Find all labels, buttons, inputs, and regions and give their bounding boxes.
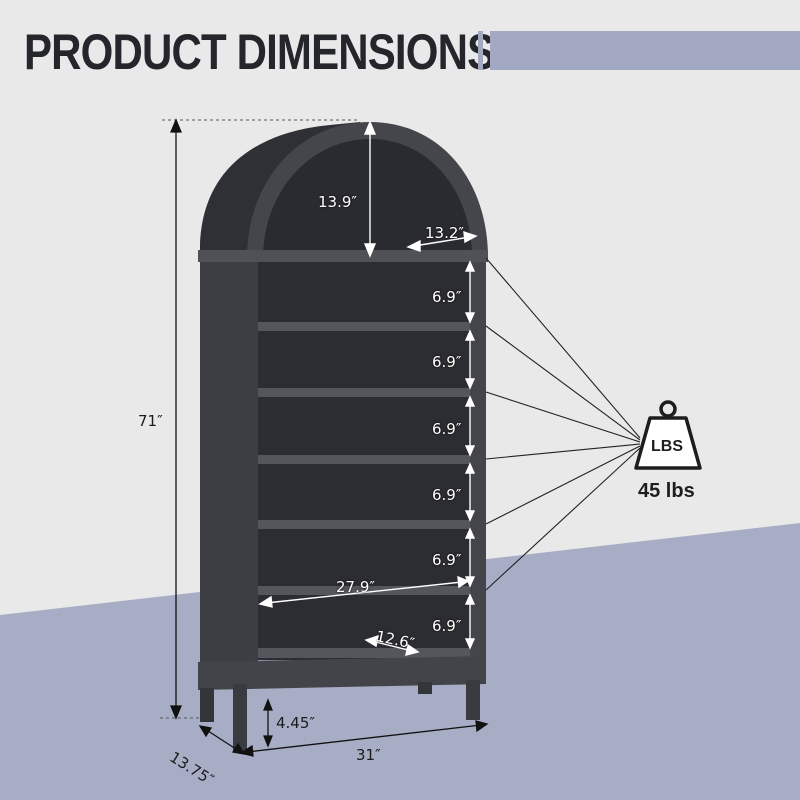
total-depth-arrow [198, 725, 246, 755]
weight-icon-text: LBS [651, 438, 683, 455]
bookcase [198, 122, 488, 752]
arch-interior [263, 139, 472, 258]
total-height-label: 71″ [138, 412, 163, 430]
title-accent-tick [478, 31, 483, 70]
height-arrow [170, 118, 182, 720]
shelf-depth-arrow [364, 634, 420, 656]
title-accent-bar [490, 31, 800, 70]
shelf-gap-label-6: 6.9″ [432, 617, 462, 635]
top-crown [198, 250, 488, 262]
shelf [258, 520, 470, 529]
shelf-gap-arrows [464, 260, 476, 650]
right-stile [470, 256, 486, 664]
shelf [258, 586, 470, 595]
shelf [258, 322, 470, 331]
weight-connector-lines [485, 257, 641, 591]
arch-depth-label: 13.2″ [425, 224, 465, 242]
leg-front-right [466, 680, 480, 720]
shelf-gap-label-5: 6.9″ [432, 551, 462, 569]
base-frame [198, 656, 486, 690]
arch-height-label: 13.9″ [318, 193, 358, 211]
leg-front-left [233, 684, 247, 752]
shelf-gap-label-3: 6.9″ [432, 420, 462, 438]
shelf-gap-label-1: 6.9″ [432, 288, 462, 306]
leg-back-center [418, 682, 432, 694]
weight-icon [634, 400, 702, 470]
bottom-shelf [258, 648, 470, 658]
left-side-panel [200, 250, 258, 668]
shelf [258, 388, 470, 397]
arch-height-arrow [363, 120, 377, 258]
leg-back-left [200, 688, 214, 722]
total-width-label: 31″ [356, 746, 381, 764]
arch-depth-arrow [406, 230, 478, 252]
shelf-gap-label-2: 6.9″ [432, 353, 462, 371]
weight-value: 45 lbs [638, 480, 695, 502]
inner-width-label: 27.9″ [336, 578, 376, 596]
leg-height-label: 4.45″ [276, 714, 316, 732]
leg-height-arrow [263, 698, 273, 748]
shelf-gap-label-4: 6.9″ [432, 486, 462, 504]
page-title: PRODUCT DIMENSIONS [24, 24, 495, 80]
inner-width-arrow [258, 575, 470, 608]
shelf [258, 455, 470, 464]
